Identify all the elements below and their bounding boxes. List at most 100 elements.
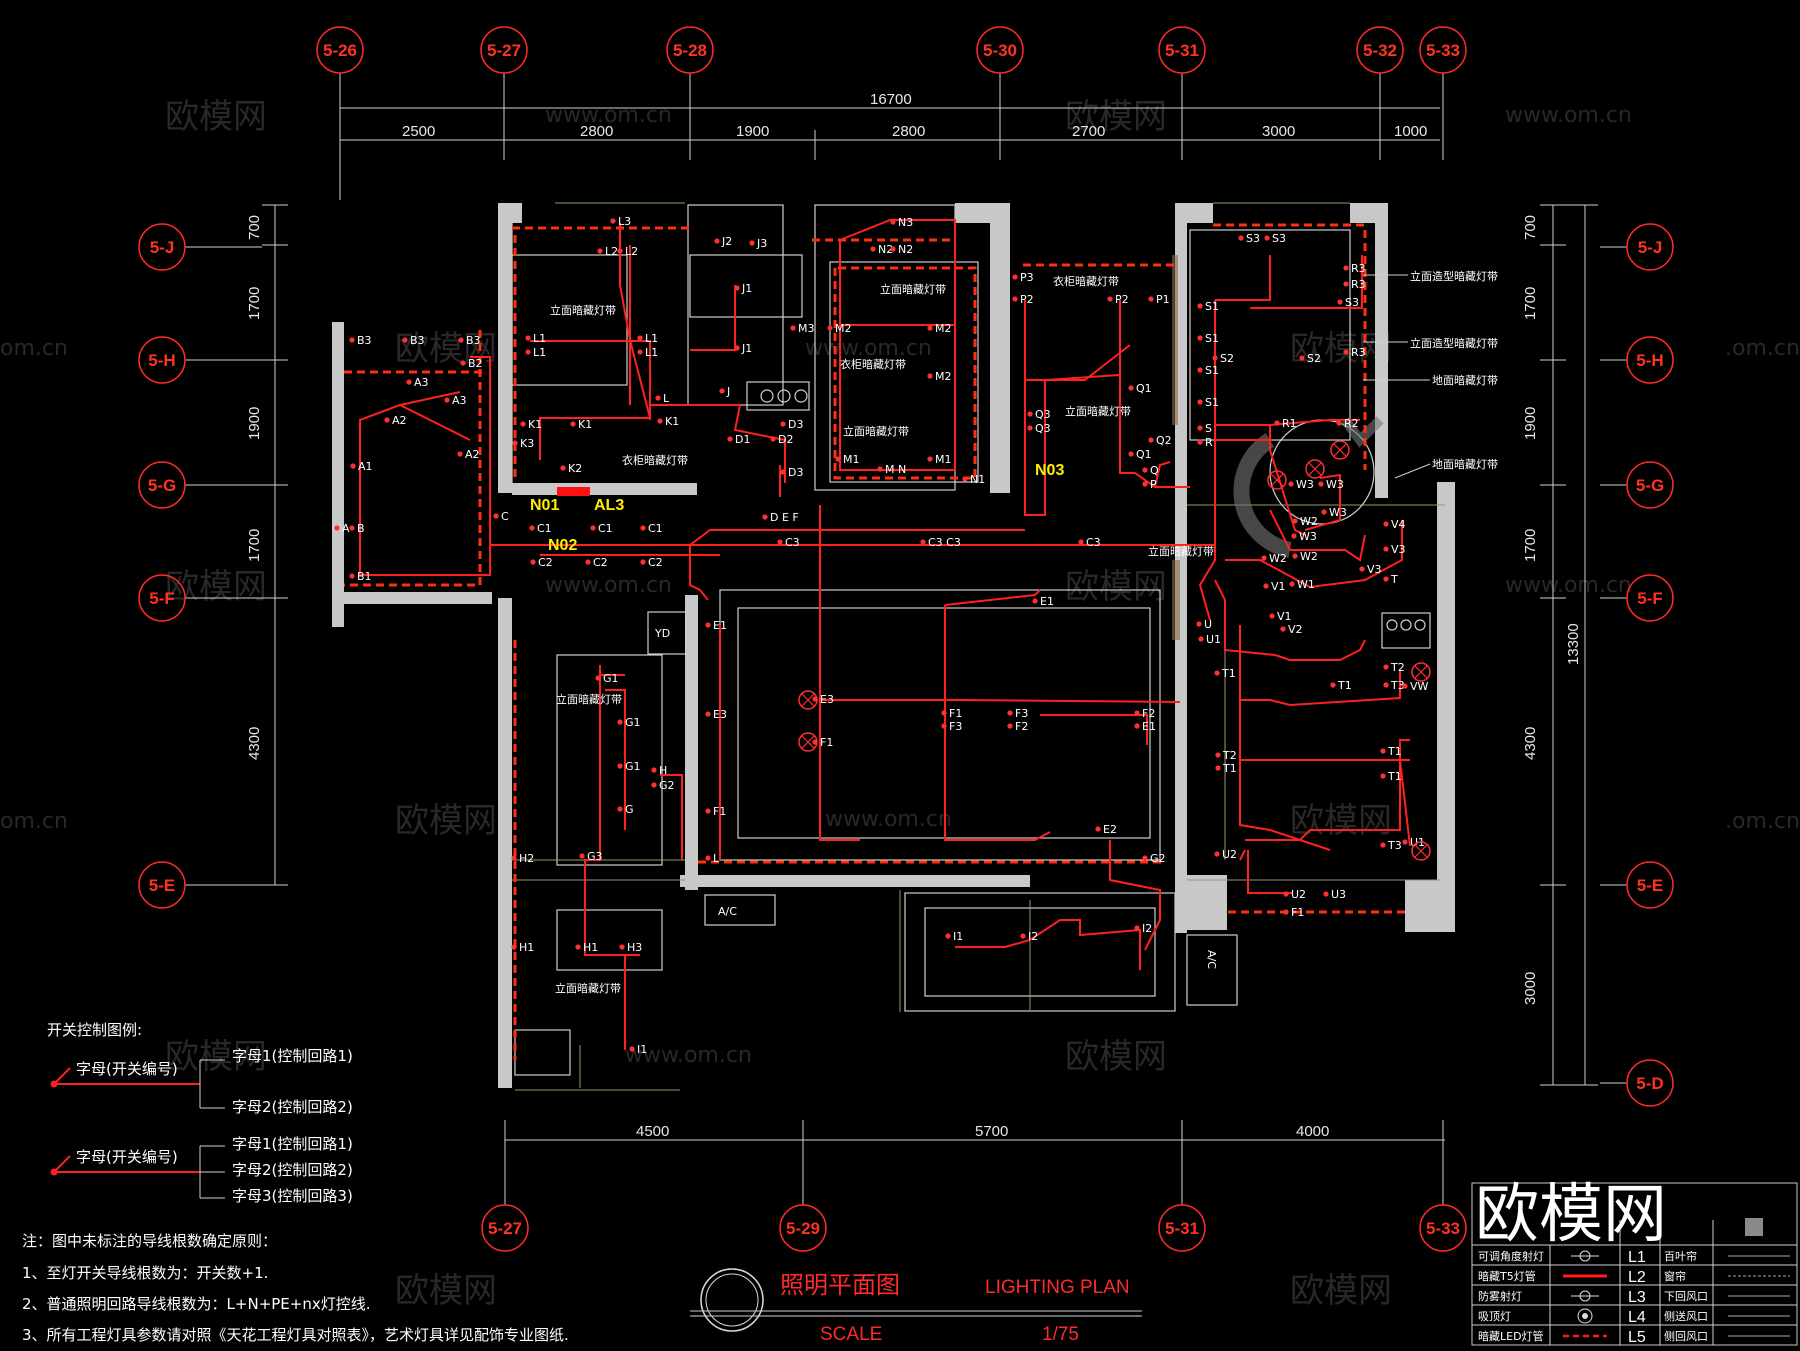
fixture: T2 (1215, 749, 1237, 762)
grid-label: 5-26 (323, 41, 357, 60)
light-fixture-icon (1267, 470, 1287, 490)
fixture-label: L1 (533, 332, 546, 345)
fixture: V3 (1383, 543, 1406, 556)
symbol-code: L4 (1628, 1309, 1646, 1326)
fixture: A1 (350, 460, 373, 473)
fixture-label: W3 (1326, 478, 1344, 491)
fixture-label: H1 (583, 941, 598, 954)
light-fixture-icon (1305, 459, 1325, 479)
fixture: F1 (1283, 906, 1304, 919)
grid-bubble: 5-26 (316, 26, 364, 95)
fixture: W3 (1321, 506, 1347, 519)
fixture: R1 (1274, 417, 1297, 430)
fixture: B3 (458, 334, 481, 347)
fixture: P1 (1148, 293, 1170, 306)
fixture: T3 (1380, 839, 1402, 852)
label-floor-strip: 地面暗藏灯带 (1432, 457, 1498, 471)
grid-bubble: 5-H (1600, 336, 1674, 384)
fixture: L1 (525, 332, 546, 345)
fixture-label: V1 (1271, 580, 1286, 593)
fixture-label: L2 (605, 245, 618, 258)
fixture-label: G2 (1150, 852, 1166, 865)
fixture: C1 (529, 522, 552, 535)
fixture: F3 (1007, 707, 1028, 720)
fixture-label: V1 (1277, 610, 1292, 623)
fixture: W3 (1291, 530, 1317, 543)
fixture: G3 (579, 850, 603, 863)
fixture-label: H3 (627, 941, 642, 954)
bottom-dimensions: 4500 5700 4000 (504, 1120, 1445, 1200)
grid-label: 5-28 (673, 41, 707, 60)
fixture-label: U (1204, 618, 1212, 631)
fixture: K1 (657, 415, 679, 428)
grid-label: 5-H (1636, 351, 1663, 370)
fixture-label: T1 (1387, 770, 1402, 783)
fixture: S1 (1197, 332, 1219, 345)
fixture-label: F1 (713, 805, 726, 818)
fixture: M2 (827, 322, 852, 335)
symbol-code: L1 (1628, 1249, 1646, 1266)
panel-n02: N02 (548, 537, 577, 554)
ac-label: A/C (1205, 950, 1218, 969)
symbol-name: 暗藏T5灯管 (1478, 1269, 1536, 1283)
fixture: T1 (1380, 770, 1402, 783)
fixture: C2 (530, 556, 553, 569)
fixture-label: S1 (1205, 300, 1219, 313)
fixture-label: M2 (935, 322, 952, 335)
fixture: H2 (511, 852, 534, 865)
fixture: S2 (1212, 352, 1234, 365)
fixture-label: E1 (1040, 595, 1054, 608)
fixture: U3 (1323, 888, 1346, 901)
grid-label: 5-27 (488, 1219, 522, 1238)
fixture: H3 (619, 941, 642, 954)
fixture-label: I1 (953, 930, 963, 943)
fixture: U2 (1283, 888, 1306, 901)
fixture: R (1197, 436, 1213, 449)
grid-bubble: 5-31 (1158, 26, 1206, 95)
fixture-label: R3 (1351, 346, 1366, 359)
fixture: P2 (1107, 293, 1129, 306)
fixture: C2 (640, 556, 663, 569)
fixture-label: M3 (798, 322, 815, 335)
fixture-label: P1 (1156, 293, 1170, 306)
fixture: L1 (637, 332, 658, 345)
fixture-label: K1 (665, 415, 679, 428)
fixture-label: A1 (358, 460, 373, 473)
fixture: A (334, 522, 350, 535)
fixture-label: W2 (1300, 515, 1318, 528)
fixture-label: R3 (1351, 278, 1366, 291)
right-dimensions: 700 1700 1900 1700 4300 3000 13300 (1522, 204, 1598, 1086)
watermark-logo: 欧模网 (395, 1271, 497, 1311)
fixture-label: K2 (568, 462, 582, 475)
fixture-label: C1 (648, 522, 663, 535)
fixture-label: G2 (659, 779, 675, 792)
fixture-label: Q2 (1156, 434, 1172, 447)
fixture-label: L1 (645, 332, 658, 345)
fixture: A2 (384, 414, 407, 427)
fixture-label: C1 (537, 522, 552, 535)
fixture: D E F (762, 511, 799, 524)
watermark-logo: 欧模网 (1065, 567, 1167, 607)
fixture-label: J (726, 385, 730, 398)
fixture-label: W2 (1300, 550, 1318, 563)
watermarks: 欧模网 www.om.cn 欧模网 www.om.cn om.cn 欧模网 ww… (0, 97, 1800, 1311)
legend-switch-label: 字母(开关编号) (76, 1148, 178, 1166)
note-line: 2、普通照明回路导线根数为：L+N+PE+nx灯控线. (22, 1295, 371, 1313)
fixture-label: H (659, 764, 667, 777)
fixture: W3 (1288, 478, 1314, 491)
fixture-label: M1 (935, 453, 952, 466)
fixture: T3 (1383, 679, 1405, 692)
dim-bottom: 4500 (636, 1123, 669, 1140)
grid-label: 5-G (1636, 476, 1664, 495)
dim-top: 2800 (580, 123, 613, 140)
fixture-label: F3 (949, 720, 962, 733)
fixture: B2 (460, 357, 483, 370)
fixture-label: A3 (452, 394, 467, 407)
symbol-code: L3 (1628, 1289, 1646, 1306)
fixture-label: T2 (1390, 661, 1405, 674)
fixture-label: D1 (735, 433, 750, 446)
fixture: C2 (585, 556, 608, 569)
fixture: E1 (1134, 720, 1156, 733)
fixture: S3 (1238, 232, 1260, 245)
